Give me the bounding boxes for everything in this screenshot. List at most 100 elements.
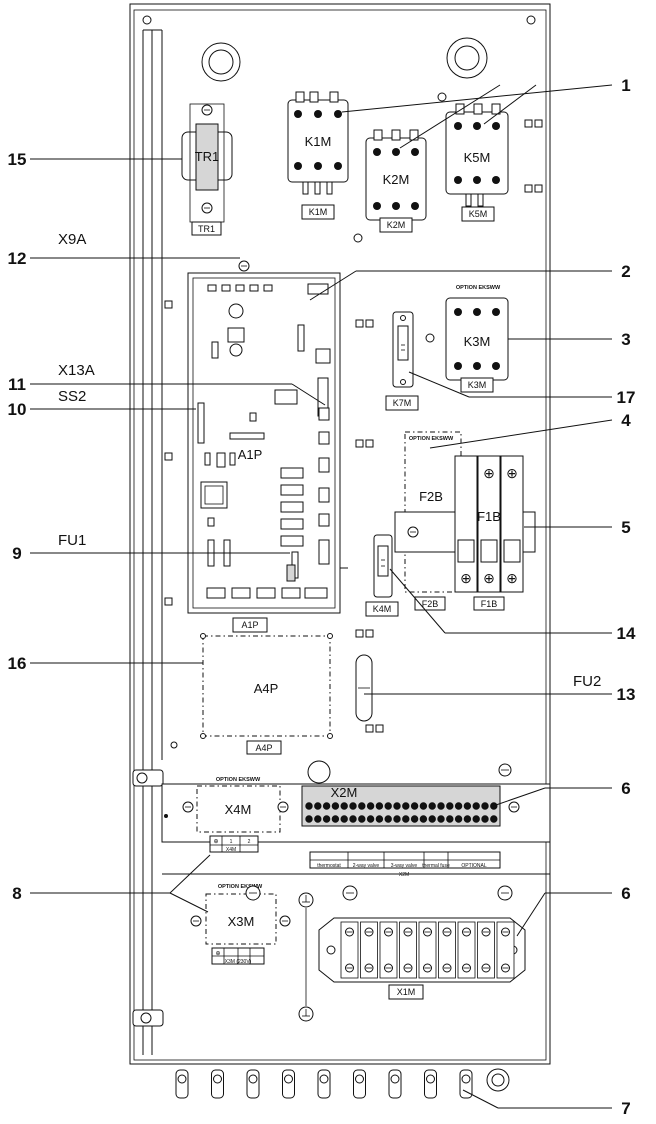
x4m-strip-title: X4M xyxy=(226,847,236,853)
cable-clamp-screw xyxy=(284,1074,293,1084)
x1m-terminal-cells xyxy=(340,921,515,979)
contactor-k3m: OPTION EKSWW K3M K3M xyxy=(445,285,509,393)
k7m-tag: K7M xyxy=(393,398,412,408)
relay-k4m: K4M xyxy=(365,534,399,617)
leader-lines xyxy=(30,84,613,1109)
x2m-strip-title: X2M xyxy=(399,872,409,878)
relay-k7m: K7M xyxy=(385,311,419,411)
x2m-pin-screw xyxy=(428,815,436,823)
x2m-pin-screw xyxy=(410,815,419,823)
x2m-pin-screw xyxy=(402,815,410,823)
callout-17: 17 xyxy=(617,388,636,407)
a4p-tag: A4P xyxy=(255,743,272,753)
x2m-pin-screw xyxy=(419,802,428,810)
x1m-terminal-cell xyxy=(379,921,398,979)
f2b-option-label: OPTION EKSWW xyxy=(409,436,454,442)
enclosure-plate xyxy=(129,3,551,1065)
x2m-pin-screw xyxy=(481,815,489,823)
cable-clamp-screw xyxy=(461,1074,471,1084)
k2m-label: K2M xyxy=(383,172,410,187)
x2m-pin-screw xyxy=(419,815,428,823)
x2m-group-2-way-valve: 2-way valve xyxy=(353,863,380,869)
cable-clamp xyxy=(175,1069,189,1099)
svg-text:⊕: ⊕ xyxy=(506,465,518,481)
svg-text:⊕: ⊕ xyxy=(460,570,472,586)
x2m-pin-screw xyxy=(472,815,480,823)
x2m-strip-legend: thermostat 2-way valve 3-way valve therm… xyxy=(309,851,501,878)
cable-clamp xyxy=(424,1069,437,1099)
x2m-group-3-way-valve: 3-way valve xyxy=(391,863,418,869)
label-x9a: X9A xyxy=(58,231,86,248)
contactor-k1m: K1M K1M xyxy=(287,91,349,220)
cable-clamp xyxy=(317,1069,331,1099)
tr1-label: TR1 xyxy=(195,149,220,164)
x2m-pin-screw xyxy=(349,802,357,810)
x2m-pin-screw xyxy=(331,815,340,823)
terminal-x3m-optional: OPTION EKSWW X3M ⊕ X3M (230V) xyxy=(190,884,291,965)
callout-11: 11 xyxy=(8,375,26,394)
x2m-pin-screw xyxy=(314,802,322,810)
callout-16: 16 xyxy=(8,654,27,673)
cable-gland-left xyxy=(201,42,241,82)
x2m-pin-screw xyxy=(454,815,463,823)
x2m-group-thermal-fuse: thermal fuse xyxy=(422,863,450,869)
transformer-tr1: TR1 TR1 xyxy=(181,103,233,236)
f1b-tag: F1B xyxy=(481,599,498,609)
callout-2: 2 xyxy=(621,262,630,281)
x2m-pin-screw xyxy=(340,802,348,810)
cable-gland-right xyxy=(446,37,488,79)
k4m-tag: K4M xyxy=(373,604,392,614)
a1p-label: A1P xyxy=(238,447,263,462)
cable-clamp-screw xyxy=(319,1074,329,1084)
x2m-pin-screw xyxy=(490,815,498,823)
callout-13: 13 xyxy=(617,685,636,704)
f2b-label: F2B xyxy=(419,489,443,504)
x2m-pin-screw xyxy=(340,815,348,823)
terminal-x4m-optional: OPTION EKSWW X4M ⊕ 1 2 X4M xyxy=(196,777,289,853)
x2m-pin-screw xyxy=(428,802,436,810)
k3m-label: K3M xyxy=(464,334,491,349)
x2m-pin-screw xyxy=(305,815,313,823)
x2m-pin-screw xyxy=(358,802,366,810)
callout-12: 12 xyxy=(8,249,27,268)
x2m-pin-screw xyxy=(384,815,392,823)
x4m-pin-1: 1 xyxy=(230,839,233,845)
x2m-pin-screw xyxy=(358,815,366,823)
contactor-k2m: K2M K2M xyxy=(365,129,427,233)
x2m-pin-screw xyxy=(446,802,454,810)
x2m-pin-screw xyxy=(463,815,472,823)
cable-clamp xyxy=(282,1069,295,1099)
x1m-terminal-cell xyxy=(438,921,456,979)
callout-9: 9 xyxy=(12,544,21,563)
x1m-terminal-cell xyxy=(418,921,437,979)
x2m-pin-screw xyxy=(331,802,340,810)
x1m-tag: X1M xyxy=(397,987,416,997)
x2m-pin-screw xyxy=(322,802,331,810)
svg-text:⊕: ⊕ xyxy=(215,951,220,957)
x2m-pin-screw xyxy=(384,802,392,810)
k1m-tag: K1M xyxy=(309,207,328,217)
x2m-terminal-pins xyxy=(305,802,498,823)
x3m-strip-title: X3M (230V) xyxy=(225,959,252,965)
x1m-terminal-cell xyxy=(360,921,378,979)
x2m-pin-screw xyxy=(472,802,480,810)
callout-15: 15 xyxy=(8,150,27,169)
x1m-terminal-cell xyxy=(340,921,359,979)
callout-6-x2m: 6 xyxy=(621,779,630,798)
x1m-terminal-cell xyxy=(477,921,495,979)
svg-text:⊕: ⊕ xyxy=(506,570,518,586)
x2m-group-optional: OPTIONAL xyxy=(461,863,487,869)
signal-labels: X9A X13A SS2 FU1 FU2 xyxy=(58,231,601,690)
x2m-pin-screw xyxy=(366,815,375,823)
a4p-label: A4P xyxy=(254,681,279,696)
mounting-clips xyxy=(164,119,543,733)
x1m-terminal-cell xyxy=(457,921,476,979)
callout-5: 5 xyxy=(621,518,630,537)
cable-clamp-screw xyxy=(390,1074,400,1084)
x2m-pin-screw xyxy=(454,802,463,810)
callout-14: 14 xyxy=(617,624,636,643)
circuit-breaker-f1b-f2b: OPTION EKSWW ⊕ ⊕ ⊕ ⊕ ⊕ F2B F1B F2B F1B xyxy=(394,431,536,611)
k3m-tag: K3M xyxy=(468,380,487,390)
x4m-option-label: OPTION EKSWW xyxy=(216,777,261,783)
